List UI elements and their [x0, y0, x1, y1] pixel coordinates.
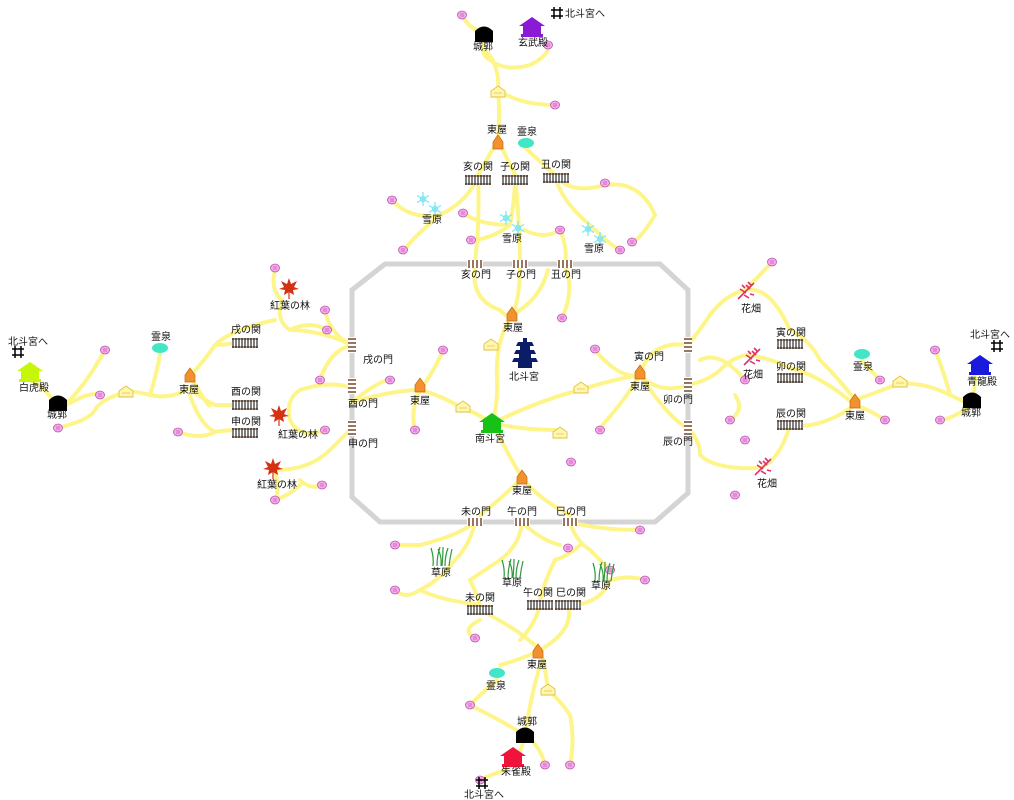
label-gazebo-east: 東屋: [845, 409, 865, 422]
label-seki-saru: 申の関: [231, 415, 261, 428]
label-azure-dragon-hall: 青龍殿: [967, 375, 997, 388]
label-gazebo-center-north: 東屋: [503, 321, 523, 334]
label-to-hokuto-east: 北斗宮へ: [970, 328, 1010, 341]
label-snowfield-3: 雪原: [584, 243, 604, 255]
label-seki-i: 亥の関: [463, 160, 493, 173]
springs: [152, 138, 870, 678]
label-black-tortoise-hall: 玄武殿: [518, 36, 548, 49]
label-seki-hitsuji: 未の関: [465, 592, 495, 604]
label-seki-inu: 戌の関: [231, 323, 261, 336]
label-grassland-3: 草原: [591, 580, 611, 592]
label-castle-south: 城郭: [517, 715, 537, 728]
label-spring-east: 霊泉: [853, 360, 873, 373]
azure-dragon-hall-icon[interactable]: [967, 355, 993, 375]
label-spring-west: 霊泉: [151, 330, 171, 343]
north-palace-pagoda-icon[interactable]: [512, 338, 538, 368]
label-gate-ushi: 丑の門: [551, 269, 581, 281]
label-maple-forest-1: 紅葉の林: [270, 299, 310, 312]
black-tortoise-hall-icon[interactable]: [519, 17, 545, 37]
label-gate-i: 亥の門: [461, 268, 491, 281]
label-gazebo-north: 東屋: [487, 123, 507, 136]
label-spring-south: 霊泉: [486, 679, 506, 692]
label-seki-mi: 巳の関: [556, 587, 586, 599]
label-gate-hitsuji: 未の門: [461, 506, 491, 518]
label-gazebo-south: 東屋: [527, 658, 547, 671]
map-labels: 北斗宮 南斗宮 玄武殿 白虎殿 青龍殿 朱雀殿 城郭 城郭 城郭 城郭 北斗宮へ…: [8, 7, 1010, 800]
label-seki-tora: 寅の関: [776, 326, 806, 339]
label-gate-mi: 巳の門: [556, 506, 586, 518]
label-flower-field-3: 花畑: [757, 477, 777, 490]
label-gate-tatsu: 辰の門: [663, 436, 693, 448]
label-gazebo-center-east: 東屋: [630, 380, 650, 393]
label-gazebo-center-south: 東屋: [512, 484, 532, 497]
label-gate-uma: 午の門: [507, 505, 537, 518]
label-gate-inu: 戌の門: [363, 353, 393, 366]
label-castle-north: 城郭: [473, 40, 493, 53]
label-seki-u: 卯の関: [776, 361, 806, 373]
label-spring-north: 霊泉: [517, 125, 537, 138]
label-gazebo-west: 東屋: [179, 383, 199, 396]
label-grassland-2: 草原: [502, 577, 522, 589]
label-grassland-1: 草原: [431, 567, 451, 579]
label-gate-ne: 子の門: [506, 269, 536, 281]
label-castle-west: 城郭: [47, 408, 67, 421]
label-seki-tori: 酉の関: [231, 386, 261, 398]
label-to-hokuto-south: 北斗宮へ: [464, 788, 504, 800]
label-snowfield-2: 雪原: [502, 233, 522, 245]
label-vermilion-bird-hall: 朱雀殿: [501, 766, 531, 778]
label-gate-tora: 寅の門: [634, 350, 664, 363]
label-flower-field-2: 花畑: [743, 368, 763, 381]
label-maple-forest-3: 紅葉の林: [257, 478, 297, 491]
gazebos: [184, 134, 861, 659]
label-flower-field-1: 花畑: [741, 302, 761, 315]
label-seki-ushi: 丑の関: [541, 159, 571, 171]
label-to-hokuto-north: 北斗宮へ: [565, 7, 605, 20]
label-north-palace: 北斗宮: [509, 370, 539, 383]
label-castle-east: 城郭: [961, 406, 981, 419]
central-palace-wall: [349, 261, 691, 525]
label-seki-uma: 午の関: [523, 586, 553, 599]
white-tiger-hall-icon[interactable]: [17, 362, 43, 382]
label-gate-saru: 申の門: [348, 437, 378, 450]
label-seki-ne: 子の関: [500, 161, 530, 173]
label-snowfield-1: 雪原: [422, 214, 442, 226]
label-gazebo-center-west: 東屋: [410, 394, 430, 407]
label-maple-forest-2: 紅葉の林: [278, 428, 318, 441]
label-south-palace: 南斗宮: [475, 432, 505, 445]
label-white-tiger-hall: 白虎殿: [19, 381, 49, 394]
label-seki-tatsu: 辰の関: [776, 408, 806, 420]
label-gate-u: 卯の門: [663, 394, 693, 406]
label-gate-tori: 酉の門: [348, 398, 378, 410]
label-to-hokuto-west: 北斗宮へ: [8, 335, 48, 348]
